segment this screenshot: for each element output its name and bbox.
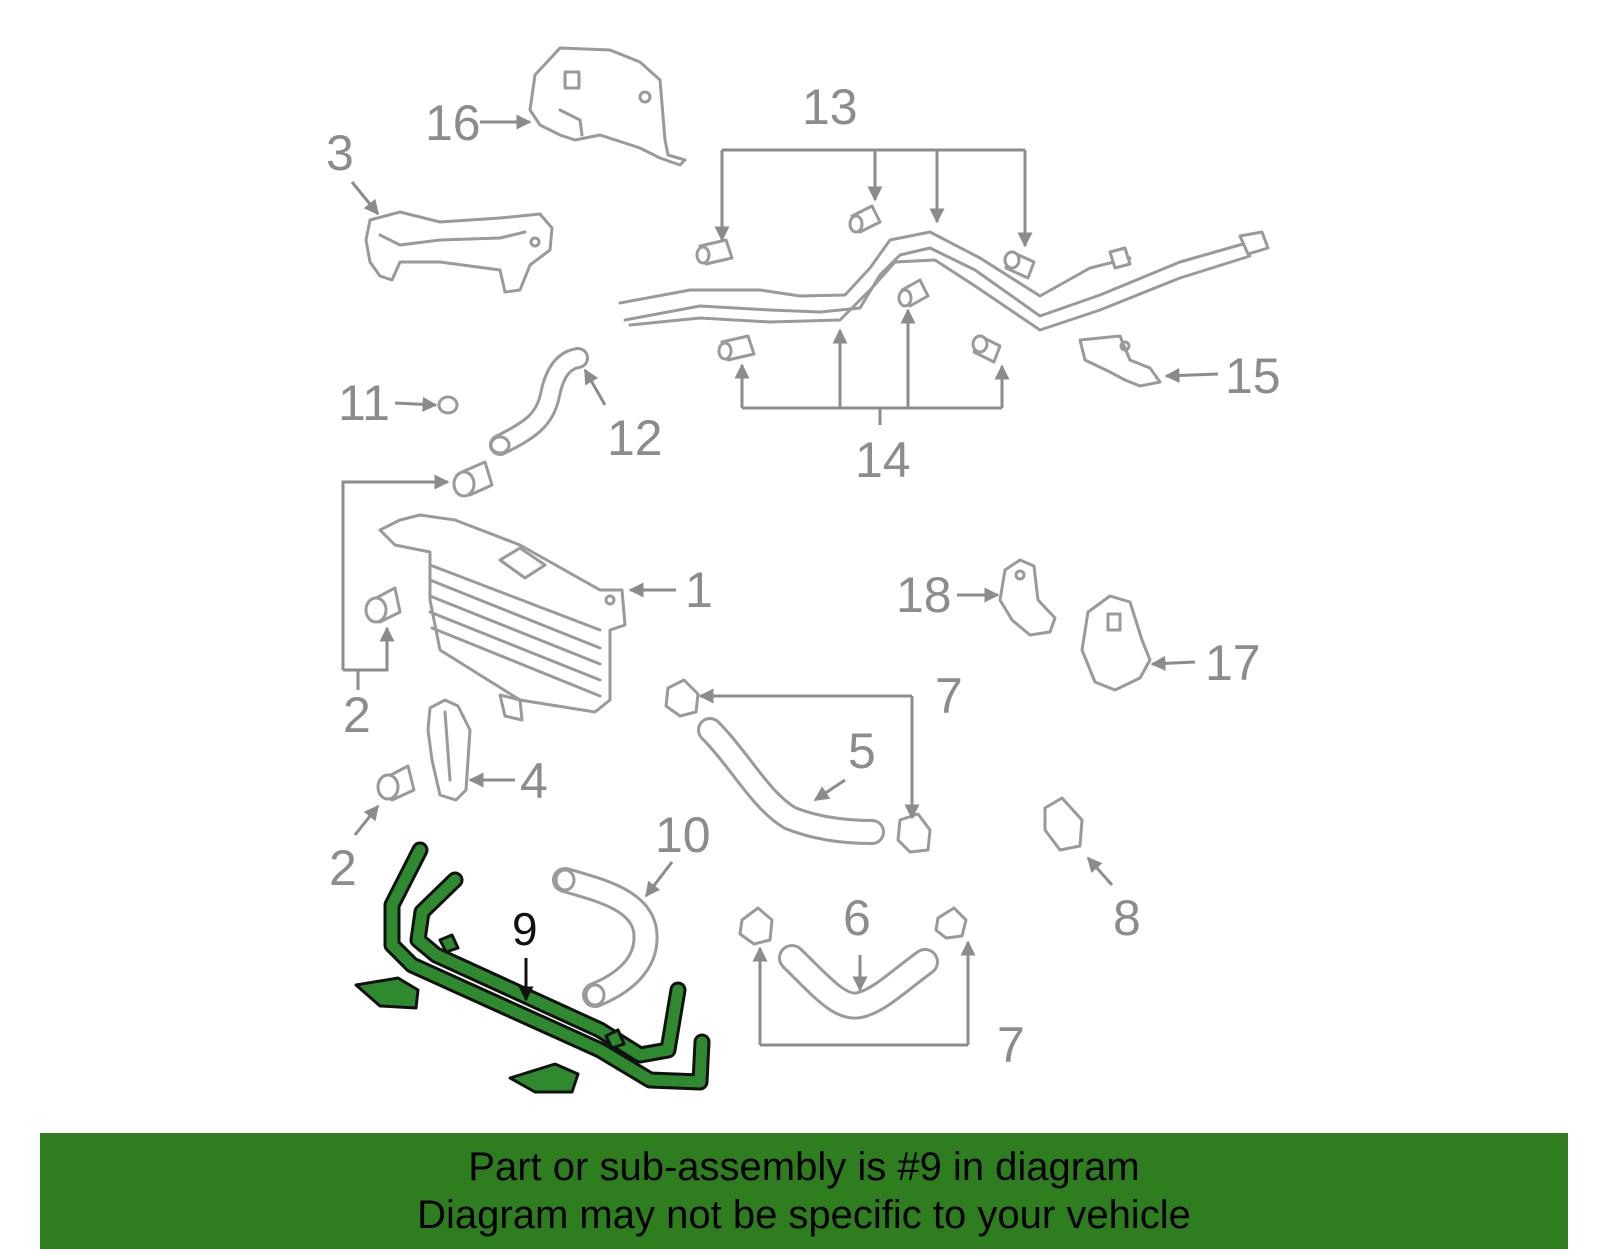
callout-1: 1 (685, 562, 713, 618)
part-14-clips[interactable] (717, 278, 1002, 364)
callout-3: 3 (326, 125, 354, 181)
part-6-hose[interactable] (778, 944, 939, 1020)
callout-labels: 16 3 13 14 15 11 12 1 2 2 4 18 17 7 5 10… (326, 79, 1281, 1073)
callout-10: 10 (655, 807, 711, 863)
part-9-oil-cooler-tube-assembly[interactable] (354, 841, 711, 1094)
callout-2-lower: 2 (329, 840, 357, 896)
part-15-fitting[interactable] (1078, 334, 1162, 388)
part-3-bracket[interactable] (364, 210, 554, 294)
part-2-grommet-upper[interactable] (452, 460, 494, 498)
callout-12: 12 (607, 410, 663, 466)
part-2-grommet-lower[interactable] (376, 764, 416, 802)
part-8-tube-assembly[interactable] (936, 796, 1214, 902)
callout-15: 15 (1225, 348, 1281, 404)
callout-9: 9 (512, 903, 538, 955)
part-11-hose[interactable] (437, 312, 578, 415)
part-13-14-tube-lines[interactable] (618, 230, 1270, 332)
callout-6: 6 (843, 890, 871, 946)
part-2-grommet-middle[interactable] (364, 586, 402, 624)
part-17-bracket[interactable] (1080, 594, 1152, 692)
part-7-clamp-middle[interactable] (896, 812, 932, 854)
part-13-clips[interactable] (695, 204, 1036, 280)
callout-14: 14 (855, 432, 911, 488)
callout-11: 11 (338, 375, 390, 431)
callout-7-lower: 7 (997, 1017, 1025, 1073)
part-7-clamp-upper-left[interactable] (664, 678, 700, 718)
part-7-clamp-lower-right[interactable] (934, 906, 968, 940)
leader-lines (341, 114, 1219, 1047)
part-18-bracket[interactable] (998, 558, 1057, 637)
callout-17: 17 (1205, 635, 1261, 691)
callout-4: 4 (520, 753, 548, 809)
part-1-oil-cooler[interactable] (378, 513, 627, 793)
banner-line-1: Part or sub-assembly is #9 in diagram (468, 1145, 1140, 1189)
callout-18: 18 (896, 567, 952, 623)
callout-5: 5 (848, 723, 876, 779)
part-16-bracket[interactable] (528, 46, 687, 167)
part-7-clamp-lower-left[interactable] (738, 906, 774, 946)
part-4-bracket[interactable] (426, 698, 472, 802)
callout-7-upper: 7 (935, 668, 963, 724)
part-10-hose[interactable] (552, 867, 659, 1008)
callout-8: 8 (1113, 890, 1141, 946)
callout-16: 16 (425, 95, 481, 151)
callout-2-upper: 2 (343, 687, 371, 743)
info-banner: Part or sub-assembly is #9 in diagram Di… (40, 1133, 1568, 1249)
part-5-hose[interactable] (697, 717, 885, 845)
part-12-hose[interactable] (489, 347, 589, 456)
banner-line-2: Diagram may not be specific to your vehi… (417, 1193, 1191, 1237)
callout-13: 13 (802, 79, 858, 135)
